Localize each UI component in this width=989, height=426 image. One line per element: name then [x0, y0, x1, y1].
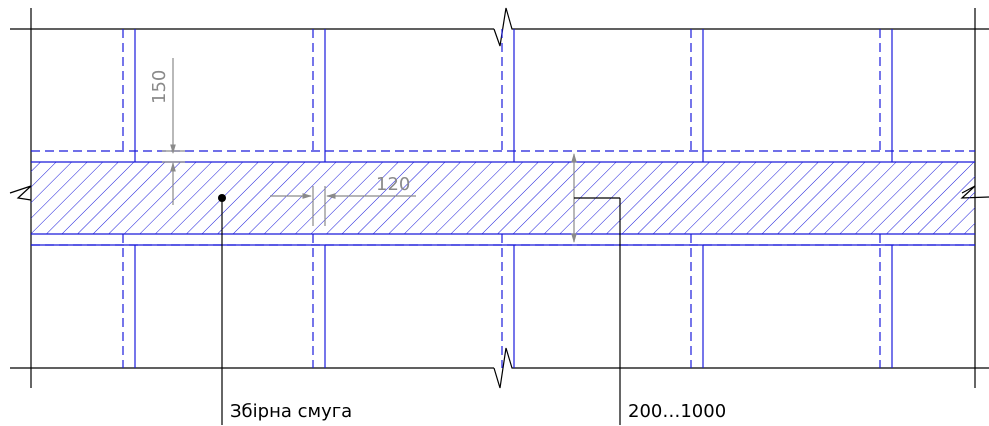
- leader-prefab-strip: [218, 194, 226, 425]
- dimension-label-150: 150: [149, 70, 170, 104]
- beams-top: [122, 29, 893, 162]
- break-mark-bottom: [493, 347, 514, 389]
- dimension-label-120: 120: [376, 174, 410, 195]
- dimension-150: [162, 58, 185, 205]
- dimension-120: [270, 186, 416, 226]
- beams-bottom: [122, 234, 893, 368]
- prefab-strip-hatch: [31, 162, 975, 234]
- leader-strip-width: [574, 197, 621, 425]
- break-mark-top: [493, 7, 514, 47]
- label-prefab-strip: Збірна смуга: [230, 401, 352, 422]
- label-strip-width: 200…1000: [628, 401, 726, 422]
- break-mark-left: [9, 185, 32, 201]
- prefab-strip-hidden-lines: [31, 150, 975, 246]
